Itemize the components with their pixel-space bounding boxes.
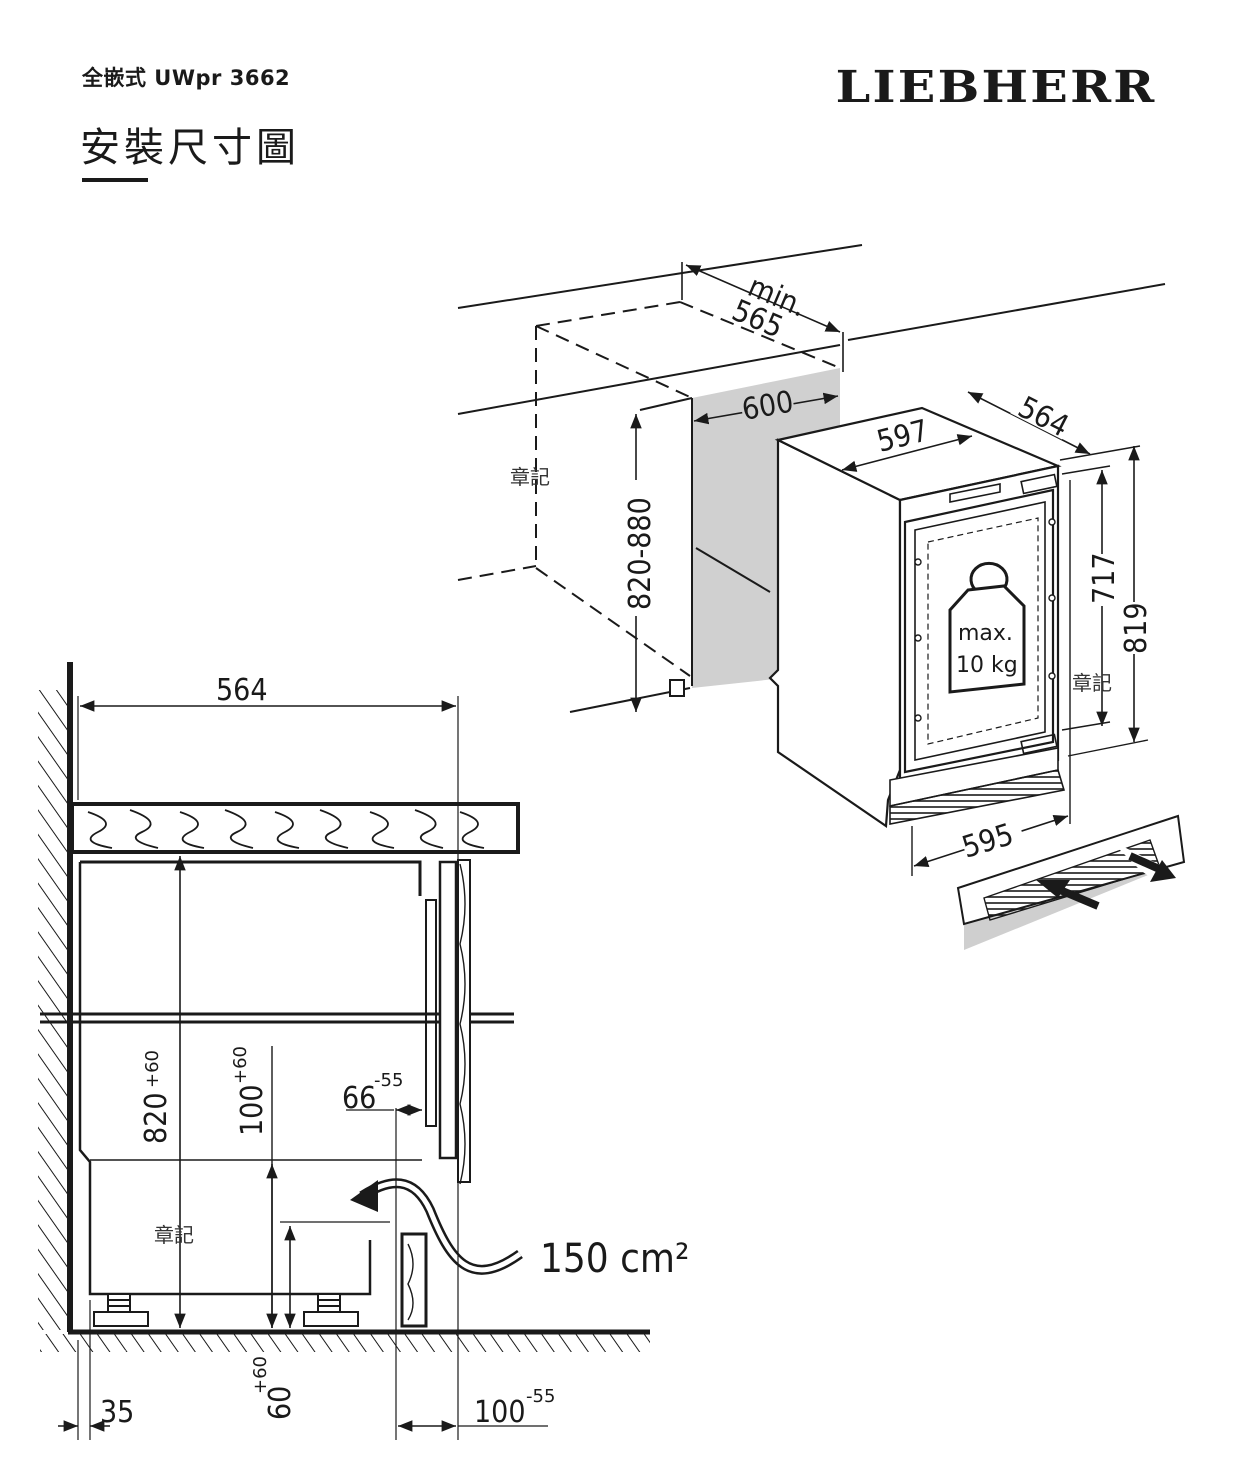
section-view: [38, 662, 650, 1440]
appliance-view: [768, 391, 1149, 876]
door-glass-inner: [927, 517, 1039, 745]
door-handle: [949, 483, 1001, 503]
section-depth-value: 564: [216, 673, 268, 708]
plinth-height-tol: +60: [230, 1046, 251, 1084]
plinth-depth-tol: -55: [526, 1386, 555, 1407]
appliance-width-bottom-value: 595: [958, 817, 1017, 866]
airflow-arrow: [359, 1178, 523, 1275]
door-frame: [903, 488, 1055, 774]
adjustable-foot-left: [93, 1293, 149, 1327]
plinth-section: [400, 1232, 428, 1328]
appliance-side: [768, 438, 902, 828]
worktop-section: [70, 802, 520, 854]
door-section: [438, 860, 458, 1160]
vent-area-value: 150 cm²: [540, 1236, 689, 1282]
weight-limit-line1: max.: [958, 621, 1013, 646]
floor-hatch: [40, 1334, 650, 1352]
foot-height-value: 60: [263, 1386, 298, 1420]
plinth-height-value: 100: [235, 1084, 270, 1136]
niche-note: 章記: [510, 465, 550, 489]
section-note: 章記: [154, 1223, 194, 1247]
weight-limit-line2: 10 kg: [956, 653, 1018, 678]
niche-inner-line: [695, 547, 771, 593]
appliance-note: 章記: [1072, 671, 1112, 695]
brand-logo: LIEBHERR: [835, 62, 1156, 113]
section-height-tol: +60: [142, 1050, 163, 1088]
title-underline: [82, 178, 148, 182]
foot-offset-value: 35: [100, 1395, 134, 1430]
plinth-offset-value: 66: [342, 1081, 376, 1116]
appliance-depth-dimension: [967, 391, 1091, 455]
plinth-offset-tol: -55: [374, 1070, 403, 1091]
worktop-edge-upper: [457, 244, 863, 309]
door-glass: [914, 501, 1046, 761]
adjustable-foot-right: [303, 1293, 359, 1327]
door-height-value: 717: [1087, 552, 1122, 604]
model-subtitle: 全嵌式 UWpr 3662: [82, 66, 291, 90]
worktop-woodgrain: [87, 809, 485, 849]
worktop-edge-right: [847, 283, 1166, 341]
section-height-value: 820: [139, 1092, 174, 1144]
niche-depth-dimension: [685, 264, 841, 333]
appliance-body-outline: [80, 860, 422, 896]
plinth-grille: [889, 769, 1066, 825]
vent-grille-detail: [956, 814, 1186, 950]
airflow-in-arrow: [1058, 886, 1100, 910]
total-height-value: 819: [1119, 602, 1154, 654]
appliance-width-top-dimension: [841, 434, 973, 472]
foot-height-tol: +60: [250, 1356, 271, 1394]
niche-height-value: 820-880: [623, 497, 658, 610]
niche-foot: [669, 679, 685, 697]
worktop-edge-lower: [457, 344, 841, 415]
weight-icon: [948, 561, 1026, 694]
plinth-depth-value: 100: [474, 1395, 526, 1430]
wall-hatch: [38, 690, 68, 1330]
page-title: 安裝尺寸圖: [80, 125, 300, 171]
